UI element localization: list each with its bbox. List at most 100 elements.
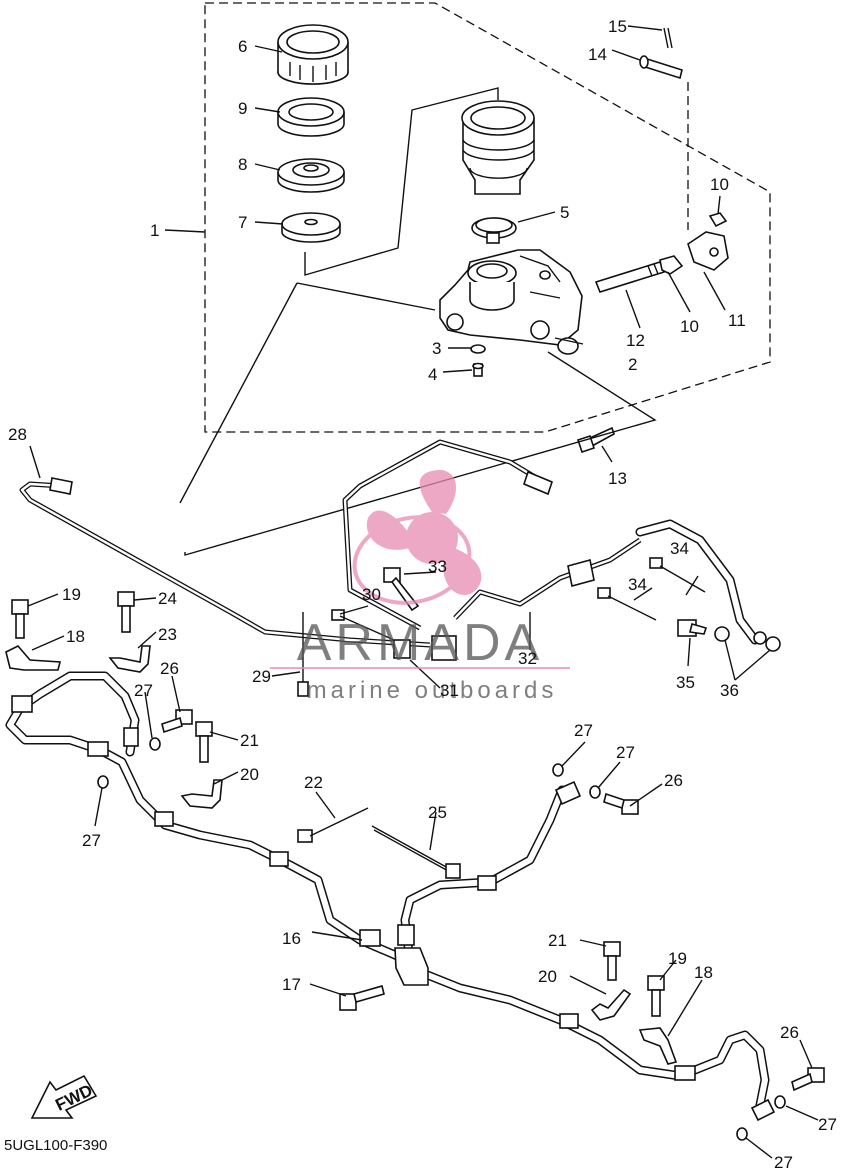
hose-fittings (11, 695, 696, 1081)
part-label: 25 (428, 803, 447, 822)
cable-tie-34b (597, 587, 657, 621)
bolt-26-lower (791, 1067, 825, 1092)
leader-lines-lower (27, 445, 819, 1159)
part-label: 8 (238, 155, 247, 174)
master-cylinder (439, 249, 583, 355)
watermark: ARMADA marine outboards (270, 470, 570, 704)
part-label: 4 (428, 365, 437, 384)
part-label: 14 (588, 45, 607, 64)
clevis (687, 231, 729, 271)
part-label: 34 (670, 539, 689, 558)
washer-27-left (97, 737, 161, 789)
clamp-23 (108, 645, 151, 673)
leader-lines-upper (164, 25, 726, 556)
part-label: 19 (62, 585, 81, 604)
diaphragm-plate (277, 97, 345, 137)
part-label: 16 (282, 929, 301, 948)
part-label: 13 (608, 469, 627, 488)
part-label: 26 (160, 659, 179, 678)
part-label: 36 (720, 681, 739, 700)
part-label: 29 (252, 667, 271, 686)
part-label: 15 (608, 17, 627, 36)
fwd-arrow: FWD (30, 1074, 98, 1119)
part-label: 30 (362, 585, 381, 604)
assembly-outline (204, 2, 771, 433)
part-label: 20 (538, 967, 557, 986)
bolt-19-lower (647, 975, 665, 1017)
part-label: 26 (780, 1023, 799, 1042)
bolt-19-upper (11, 599, 29, 639)
joint-31 (393, 635, 457, 661)
part-label: 7 (238, 213, 247, 232)
part-labels: 1 2 3 4 5 6 7 8 9 10 10 11 12 13 14 15 1… (8, 17, 837, 1168)
part-label: 20 (240, 765, 259, 784)
part-label: 10 (710, 175, 729, 194)
part-label: 27 (134, 681, 153, 700)
washer-3 (470, 344, 486, 354)
part-label: 22 (304, 773, 323, 792)
clevis-pin (639, 55, 683, 80)
part-label: 19 (668, 949, 687, 968)
part-label: 34 (628, 575, 647, 594)
washers-27-mid (552, 763, 601, 799)
upper-right-hose (635, 519, 760, 645)
union-36 (714, 626, 781, 652)
brake-pipe-32 (342, 439, 642, 631)
part-label: 27 (774, 1153, 793, 1168)
part-label: 12 (626, 331, 645, 350)
part-label: 35 (676, 673, 695, 692)
part-label: 11 (728, 311, 746, 330)
part-label: 24 (158, 589, 177, 608)
cable-tie-22 (297, 807, 369, 843)
part-label: 28 (8, 425, 27, 444)
part-label: 21 (548, 931, 567, 950)
bolt-24 (117, 591, 135, 633)
bracket-18-upper (5, 645, 62, 671)
part-label: 26 (664, 771, 683, 790)
part-label: 27 (82, 831, 101, 850)
cable-tie-34a (649, 557, 706, 593)
bolt-21-upper (195, 721, 213, 763)
part-label: 3 (432, 339, 441, 358)
part-label: 18 (694, 963, 713, 982)
part-label: 10 (680, 317, 699, 336)
part-label: 27 (616, 743, 635, 762)
bleed-screw (472, 362, 484, 377)
part-label: 9 (238, 99, 247, 118)
cotter-pin (663, 27, 673, 49)
part-label: 27 (818, 1115, 837, 1134)
part-label: 5 (560, 203, 569, 222)
bracket-18-lower (638, 1027, 678, 1065)
part-label: 17 (282, 975, 301, 994)
part-label: 32 (518, 649, 537, 668)
propeller-logo (352, 470, 482, 605)
part-label: 33 (428, 557, 447, 576)
bolt-35 (677, 619, 708, 637)
part-label: 31 (440, 681, 459, 700)
part-label: 23 (158, 625, 177, 644)
diaphragm (277, 158, 345, 193)
watermark-tagline: marine outboards (307, 677, 558, 704)
float-plate (281, 212, 341, 243)
nut-10-lower (659, 255, 684, 275)
nut-10-upper (708, 212, 728, 228)
bolt-21-lower (603, 941, 621, 981)
part-label: 2 (628, 355, 637, 374)
part-label: 27 (574, 721, 593, 740)
clamp-20-upper (180, 779, 223, 809)
push-rod (594, 261, 666, 293)
bolt-26-upper (161, 709, 193, 734)
cable-tie-25 (371, 825, 461, 879)
clamp-29 (297, 612, 309, 697)
part-label: 18 (66, 627, 85, 646)
part-label: 1 (150, 221, 159, 240)
part-label: 6 (238, 37, 247, 56)
hose-joint-block (359, 924, 429, 986)
washers-27-lower (736, 1095, 786, 1141)
reservoir-cap (277, 24, 349, 85)
part-label: 21 (240, 731, 259, 750)
bolt-17 (339, 985, 385, 1011)
watermark-brand: ARMADA (297, 614, 543, 672)
brake-pipe-28 (19, 477, 431, 648)
